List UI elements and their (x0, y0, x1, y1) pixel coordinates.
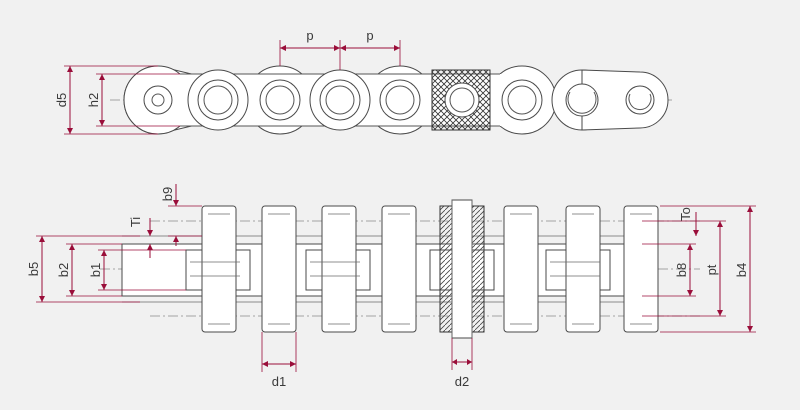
b4-label: b4 (734, 263, 749, 277)
pt-label: pt (704, 264, 719, 275)
left-width-dimensions: b5 b2 b1 Ti b9 (26, 184, 202, 303)
b5-label: b5 (26, 262, 41, 276)
plate-height-dimensions: d5 h2 (54, 65, 180, 135)
b1-label: b1 (88, 263, 103, 277)
pin (321, 205, 357, 333)
h2-label: h2 (86, 93, 101, 107)
pin (381, 205, 417, 333)
end-plate-right (581, 69, 669, 131)
d1-label: d1 (272, 374, 286, 389)
b9-label: b9 (160, 187, 175, 201)
circlip (567, 91, 597, 114)
pin (565, 205, 601, 333)
ti-label: Ti (128, 217, 143, 227)
diameter-dimensions: d1 d2 (261, 332, 473, 389)
pins (190, 199, 659, 339)
pin-head (143, 85, 173, 115)
side-view: p p d5 h2 (54, 28, 672, 135)
pin (623, 205, 659, 333)
right-width-dimensions: To b8 pt b4 (642, 205, 756, 333)
b2-label: b2 (56, 263, 71, 277)
pin (201, 205, 237, 333)
pitch-dimension: p p (279, 28, 401, 70)
sectioned-pin-core (451, 199, 473, 339)
circlip-roller (565, 83, 599, 117)
pitch-label: p (306, 28, 313, 43)
d5-label: d5 (54, 93, 69, 107)
pitch-label: p (366, 28, 373, 43)
d2-label: d2 (455, 374, 469, 389)
b8-label: b8 (674, 263, 689, 277)
rollers (143, 69, 655, 131)
to-label: To (678, 207, 693, 221)
pin-hole (151, 93, 165, 107)
pin (261, 205, 297, 333)
top-view: b5 b2 b1 Ti b9 (26, 184, 756, 389)
pin (503, 205, 539, 333)
